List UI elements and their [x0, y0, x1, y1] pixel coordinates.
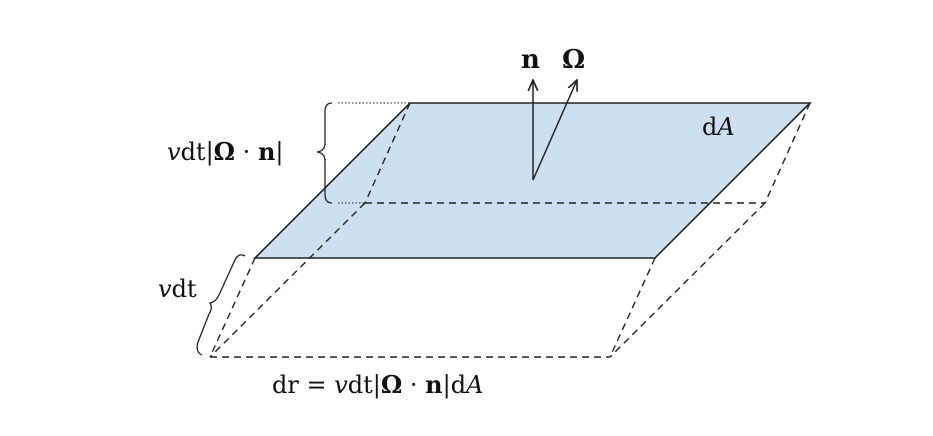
volume-equation: dr = vdt|Ω · n|dA: [272, 370, 483, 400]
area-label: dA: [702, 113, 735, 141]
omega-vector-arrow: [532, 80, 577, 181]
lower-height-label: vdt: [158, 275, 197, 303]
upper-height-label: vdt|Ω · n|: [167, 137, 283, 167]
omega-vector-label: Ω: [562, 45, 585, 75]
lower-height-brace: [196, 254, 246, 356]
slant-edge-br: [609, 257, 656, 358]
volume-dashed-edges: [209, 102, 811, 358]
slant-edge-tr: [764, 102, 811, 204]
slant-edge-tl: [364, 102, 411, 204]
height-guides: [338, 102, 410, 204]
upper-height-brace: [316, 102, 333, 204]
slant-edge-bl: [209, 257, 256, 358]
normal-vector-label: n: [521, 45, 540, 75]
back-left-edge: [209, 202, 366, 358]
back-right-edge: [609, 202, 766, 358]
